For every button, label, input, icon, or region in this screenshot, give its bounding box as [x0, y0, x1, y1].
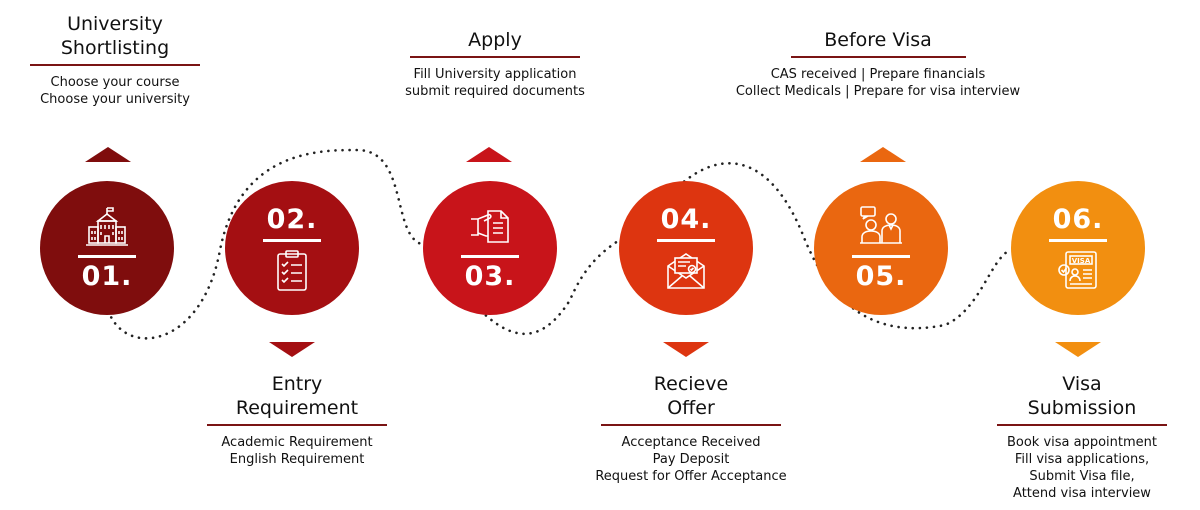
step-6-line-2: Fill visa applications,	[1014, 452, 1150, 467]
step-6-rule	[997, 424, 1167, 426]
step-3-number: 03.	[464, 260, 516, 292]
step-2-rule	[207, 424, 387, 426]
step-6-number: 06.	[1052, 203, 1104, 235]
offer-envelope-icon	[667, 252, 705, 289]
step-3-pointer	[466, 147, 512, 162]
svg-text:VISA: VISA	[1072, 257, 1091, 265]
step-4-circle: 04.	[619, 181, 753, 315]
university-building-icon	[86, 206, 128, 246]
step-6-line-1: Book visa appointment	[1006, 435, 1158, 450]
step-2-line-2: English Requirement	[229, 452, 365, 467]
step-2-label: Entry Requirement Academic Requirement E…	[207, 372, 387, 468]
step-5-pointer	[860, 147, 906, 162]
step-3-label: Apply Fill University application submit…	[385, 28, 605, 100]
visa-document-icon: VISA	[1058, 250, 1097, 289]
step-4-bar	[657, 238, 715, 242]
step-1-circle: 01.	[40, 181, 174, 315]
step-4-line-2: Pay Deposit	[652, 452, 730, 467]
step-4-line-3: Request for Offer Acceptance	[595, 469, 787, 484]
step-2-bar	[263, 238, 321, 242]
step-5-bar	[852, 254, 910, 258]
step-1-label: University Shortlisting Choose your cour…	[30, 12, 200, 108]
step-4-title: Recieve Offer	[653, 373, 729, 419]
step-1-bar	[78, 254, 136, 258]
hand-document-icon	[471, 209, 509, 243]
interview-people-icon	[860, 205, 902, 244]
step-2-title: Entry Requirement	[235, 373, 359, 419]
step-2-circle: 02.	[225, 181, 359, 315]
step-3-line-1: Fill University application	[413, 67, 577, 82]
step-1-line-2: Choose your university	[40, 92, 190, 107]
step-2-line-1: Academic Requirement	[221, 435, 373, 450]
step-5-rule	[790, 56, 966, 58]
step-1-title: University Shortlisting	[60, 13, 170, 59]
step-1-line-1: Choose your course	[50, 75, 180, 90]
step-3-rule	[410, 56, 580, 58]
step-6-label: Visa Submission Book visa appointment Fi…	[992, 372, 1172, 502]
step-1-rule	[30, 64, 200, 66]
step-4-rule	[601, 424, 781, 426]
step-3-bar	[461, 254, 519, 258]
step-2-pointer	[269, 342, 315, 357]
step-6-pointer	[1055, 342, 1101, 357]
checklist-clipboard-icon	[277, 249, 307, 291]
step-3-line-2: submit required documents	[405, 84, 585, 99]
step-6-line-3: Submit Visa file,	[1029, 469, 1135, 484]
step-2-number: 02.	[266, 203, 318, 235]
step-4-label: Recieve Offer Acceptance Received Pay De…	[581, 372, 801, 485]
step-1-pointer	[85, 147, 131, 162]
step-4-number: 04.	[660, 203, 712, 235]
step-6-circle: 06. VISA	[1011, 181, 1145, 315]
step-6-title: Visa Submission	[1027, 373, 1137, 419]
step-5-label: Before Visa CAS received | Prepare finan…	[717, 28, 1039, 100]
step-6-bar	[1049, 238, 1107, 242]
step-5-line-1: CAS received | Prepare financials	[770, 67, 986, 82]
step-5-number: 05.	[855, 260, 907, 292]
step-5-line-2: Collect Medicals | Prepare for visa inte…	[735, 84, 1021, 99]
step-1-number: 01.	[81, 260, 133, 292]
step-4-pointer	[663, 342, 709, 357]
step-5-circle: 05.	[814, 181, 948, 315]
step-3-circle: 03.	[423, 181, 557, 315]
step-5-title: Before Visa	[824, 29, 932, 51]
step-6-line-4: Attend visa interview	[1013, 486, 1151, 501]
step-4-line-1: Acceptance Received	[621, 435, 761, 450]
step-3-title: Apply	[468, 29, 522, 51]
